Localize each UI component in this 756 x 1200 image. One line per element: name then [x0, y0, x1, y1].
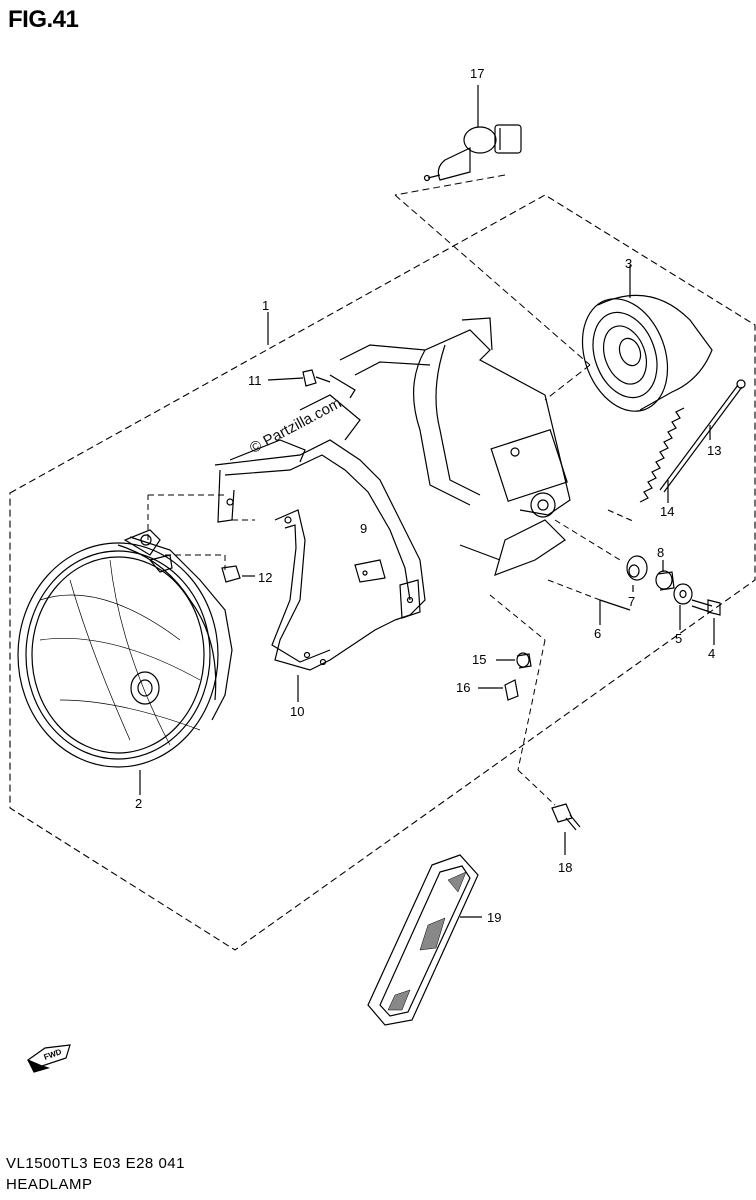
callout-labels: 1 2 3 4 5 6 7 8 9 10 11 12 13 14 15 16 1… — [135, 66, 721, 925]
headlight-unit-2[interactable] — [17, 529, 233, 795]
callout-19: 19 — [487, 910, 501, 925]
grommet-7[interactable] — [626, 555, 648, 592]
figure-title: FIG.41 — [8, 6, 79, 33]
callout-14: 14 — [660, 504, 674, 519]
bolt-4[interactable] — [691, 599, 721, 645]
callout-18: 18 — [558, 860, 572, 875]
headlight-bracket-frame — [339, 317, 571, 576]
callout-15: 15 — [472, 652, 486, 667]
callout-4: 4 — [708, 646, 715, 661]
reflector-19[interactable] — [367, 854, 482, 1026]
fastener-guide-lines — [547, 519, 621, 601]
forward-arrow-icon: FWD — [26, 1044, 71, 1073]
callout-5: 5 — [675, 631, 682, 646]
assembly-outline — [9, 194, 756, 951]
callout-3: 3 — [625, 256, 632, 271]
headlight-bulb-17[interactable] — [423, 85, 522, 182]
model-code: VL1500TL3 E03 E28 041 — [6, 1155, 185, 1172]
spacer-16[interactable] — [478, 679, 519, 701]
callout-10: 10 — [290, 704, 304, 719]
callout-8: 8 — [657, 545, 664, 560]
headlight-dust-cover-3[interactable] — [568, 265, 713, 423]
bracket-leader-6 — [599, 599, 631, 625]
callout-12: 12 — [258, 570, 272, 585]
callout-6: 6 — [594, 626, 601, 641]
bulb-guide-lines — [394, 174, 591, 401]
headlight-bracket-10[interactable] — [271, 509, 396, 702]
lower-guide-lines — [489, 594, 556, 806]
nut-12[interactable] — [221, 565, 255, 583]
adjusting-screw-13[interactable] — [659, 379, 746, 493]
callout-7: 7 — [628, 594, 635, 609]
callout-1: 1 — [262, 298, 269, 313]
section-name: HEADLAMP — [6, 1176, 93, 1193]
callout-17: 17 — [470, 66, 484, 81]
callout-2: 2 — [135, 796, 142, 811]
headlight-bracket-9[interactable] — [214, 394, 426, 621]
spring-14[interactable] — [607, 407, 685, 523]
bolt-18[interactable] — [551, 803, 581, 855]
washer-5[interactable] — [673, 583, 693, 630]
callout-16: 16 — [456, 680, 470, 695]
callout-11: 11 — [248, 373, 262, 388]
callout-9: 9 — [360, 521, 367, 536]
damper-15[interactable] — [496, 652, 532, 669]
callout-13: 13 — [707, 443, 721, 458]
screw-11[interactable] — [267, 369, 356, 399]
collar-8[interactable] — [655, 560, 675, 591]
lamp-guide-lines — [147, 494, 255, 570]
